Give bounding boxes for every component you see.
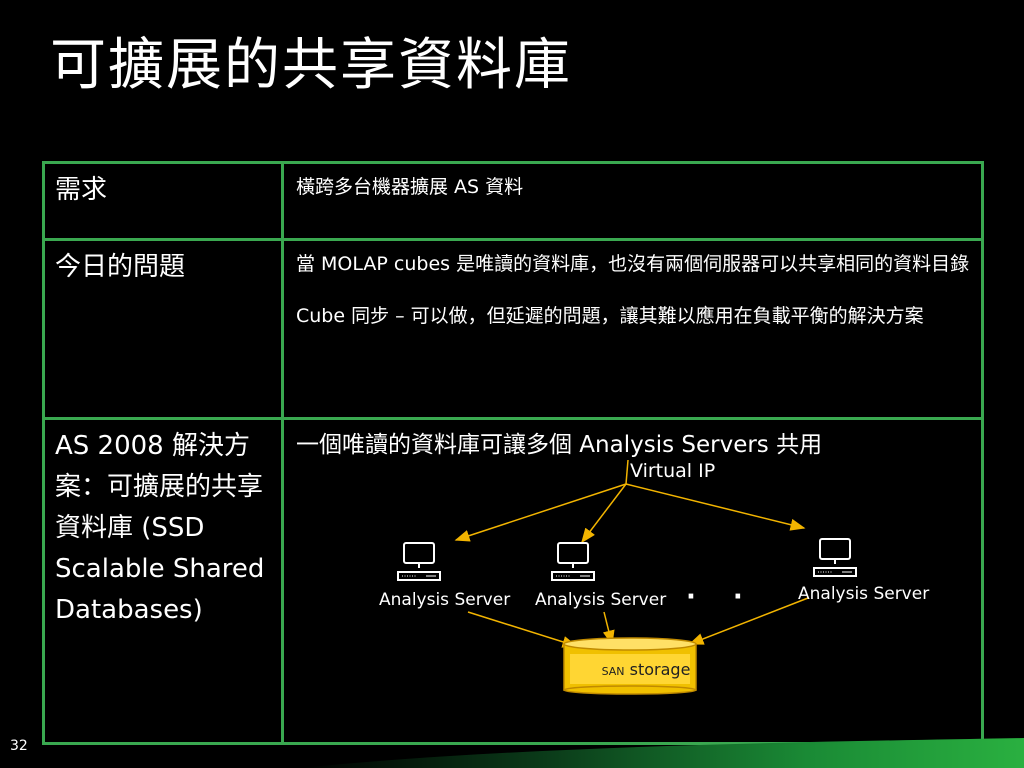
arrow-vip-server1 xyxy=(454,483,627,542)
virtual-ip-label: Virtual IP xyxy=(630,460,716,482)
computer-icon xyxy=(813,538,857,577)
page-number: 32 xyxy=(10,738,28,754)
table-row: 今日的問題 當 MOLAP cubes 是唯讀的資料庫，也沒有兩個伺服器可以共享… xyxy=(42,238,984,420)
row-label-problem: 今日的問題 xyxy=(42,238,284,420)
row-label-solution: AS 2008 解決方案：可擴展的共享資料庫 (SSD Scalable Sha… xyxy=(42,417,284,745)
server-label-1: Analysis Server xyxy=(379,590,511,610)
arrow-server3-san xyxy=(688,597,809,645)
diagram-arrows xyxy=(397,459,857,695)
arrow-vip-server2 xyxy=(581,483,627,544)
computer-icon xyxy=(551,542,595,581)
arrow-vip-server3 xyxy=(625,483,806,531)
row-label-requirement: 需求 xyxy=(42,161,284,241)
ellipsis: · · xyxy=(686,582,757,612)
arrow-server1-san xyxy=(467,611,578,648)
san-storage-label: SAN storage xyxy=(596,660,696,679)
architecture-diagram: Virtual IP Analysis Server Analysis Serv… xyxy=(274,392,980,698)
row-text-problem: 當 MOLAP cubes 是唯讀的資料庫，也沒有兩個伺服器可以共享相同的資料目… xyxy=(281,238,984,420)
problem-paragraph-2: Cube 同步 – 可以做，但延遲的問題，讓其難以應用在負載平衡的解決方案 xyxy=(296,305,924,327)
slide-title: 可擴展的共享資料庫 xyxy=(50,33,572,98)
solution-heading: 一個唯讀的資料庫可讓多個 Analysis Servers 共用 xyxy=(296,432,823,458)
row-text-requirement: 橫跨多台機器擴展 AS 資料 xyxy=(281,161,984,241)
san-prefix: SAN xyxy=(601,665,625,678)
footer-gradient-bar xyxy=(300,738,1024,768)
computer-icon xyxy=(397,542,441,581)
storage-text: storage xyxy=(629,660,691,679)
database-icon xyxy=(563,637,697,695)
server-label-3: Analysis Server xyxy=(798,584,930,604)
arrow-vip-stem xyxy=(625,459,629,485)
problem-paragraph-1: 當 MOLAP cubes 是唯讀的資料庫，也沒有兩個伺服器可以共享相同的資料目… xyxy=(296,253,970,275)
server-label-2: Analysis Server xyxy=(535,590,667,610)
table-row: 需求 橫跨多台機器擴展 AS 資料 xyxy=(42,161,984,241)
